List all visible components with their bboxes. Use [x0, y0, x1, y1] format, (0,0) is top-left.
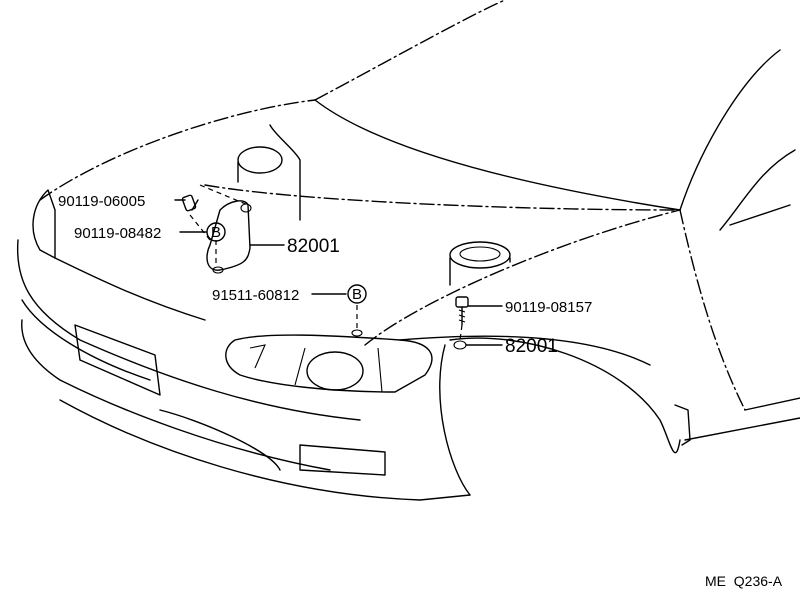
door-line-1	[729, 204, 791, 226]
bolt-icon	[181, 194, 199, 212]
windshield-lower	[314, 99, 681, 211]
wheel-arch	[449, 337, 681, 454]
hood-front-line	[204, 184, 681, 211]
bumper-curve	[159, 409, 281, 471]
strut-top-right	[449, 241, 511, 269]
clip-hole-left-bottom	[212, 266, 224, 274]
part-number-label: 90119-08482	[74, 225, 161, 242]
headlamp-divider	[249, 344, 383, 393]
b-marker-label: B	[211, 224, 221, 241]
part-number-label: 90119-08157	[505, 299, 592, 316]
clip-hole-center	[351, 329, 363, 337]
liner-left	[206, 200, 251, 271]
part-number-label: 82001	[505, 336, 558, 357]
fender-line	[399, 335, 651, 366]
headlamp-lens	[306, 351, 364, 391]
b-marker-circle	[347, 284, 367, 304]
fog-lamp-left	[74, 324, 161, 396]
strut-inner-right	[459, 246, 501, 262]
strut-tower-left	[269, 124, 301, 221]
bolt-icon	[455, 296, 469, 326]
bumper-lower-1	[21, 299, 151, 381]
rocker-line-2	[684, 417, 800, 441]
hood-crease	[364, 209, 681, 346]
hood-left-edge	[39, 99, 316, 201]
hood-top-edge	[314, 0, 506, 101]
bumper-bottom	[59, 399, 471, 501]
rocker-line	[744, 397, 800, 411]
part-number-label: 90119-06005	[58, 193, 145, 210]
b-marker-label: B	[352, 286, 362, 303]
strut-right-body	[449, 257, 511, 286]
wheel-arch-lower	[439, 344, 471, 496]
bumper-top	[16, 239, 361, 421]
reference-code: ME Q236-A	[705, 573, 783, 589]
bolt-left-leader	[189, 214, 211, 241]
clip-hole-left-top	[240, 203, 252, 213]
clip-hole-right	[453, 340, 467, 350]
fender-rear-edge	[679, 209, 746, 411]
fog-lamp-right	[299, 444, 386, 476]
left-fender-front	[54, 257, 206, 321]
door-window	[719, 149, 796, 231]
left-headlamp	[32, 189, 56, 259]
bumper-lower-2	[21, 319, 331, 471]
part-number-label: 82001	[287, 236, 340, 257]
mudflap	[674, 404, 691, 446]
b-marker-circle	[206, 222, 226, 242]
part-number-label: 91511-60812	[212, 287, 299, 304]
right-headlamp	[225, 334, 433, 393]
strut-top-left	[237, 146, 283, 174]
bolt-right-leader	[459, 324, 463, 341]
a-pillar	[679, 49, 781, 211]
